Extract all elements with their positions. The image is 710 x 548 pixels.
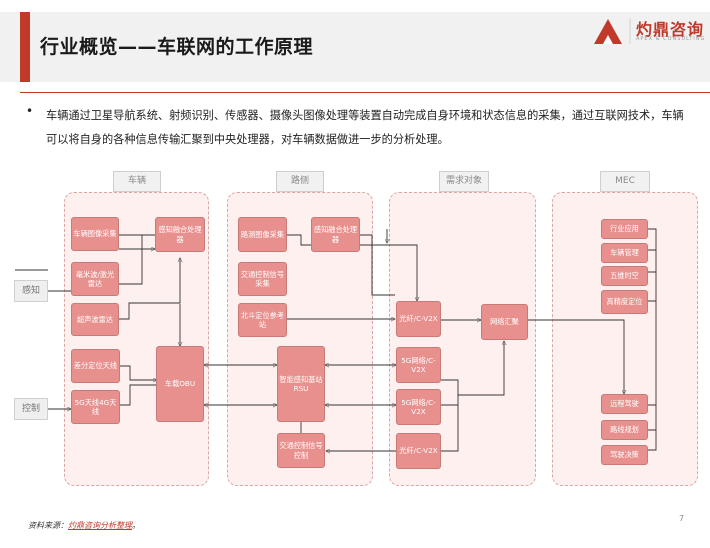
node-remote-driving: 远程驾驶 [601,394,648,414]
node-vehicle-fusion: 感知融合处理器 [155,217,205,252]
header-divider [20,92,710,93]
side-label-control: 控制 [14,398,48,420]
logo-name: 灼鼎咨询 [636,20,705,39]
node-road-fusion: 感知融合处理器 [311,217,360,252]
node-network-hub: 网络汇聚 [481,304,528,340]
node-vehicle-obu: 车载OBU [156,346,204,422]
node-diff-gps: 差分定位天线 [71,349,120,383]
panel-tag-mec: MEC [600,171,650,192]
header-bar [0,12,710,82]
node-hd-positioning: 高精度定位 [601,290,648,314]
node-ultrasonic-radar: 超声波雷达 [71,303,119,336]
source-note: 资料来源：灼鼎咨询分析整理。 [28,520,140,531]
node-vehicle-management: 车辆管理 [601,243,648,263]
source-prefix: 资料来源： [28,521,68,530]
node-mmwave-lidar: 毫米波/激光雷达 [71,262,119,296]
node-industry-app: 行业应用 [601,219,648,239]
node-traffic-signal-control: 交通控制信号控制 [277,433,325,468]
source-suffix: 。 [132,521,140,530]
header-accent-bar [20,12,30,82]
node-5g-cv2x-1: 5G网络/C-V2X [396,347,441,383]
logo-icon [594,18,631,44]
source-link[interactable]: 灼鼎咨询分析整理 [68,521,132,530]
page-number: 7 [679,514,685,523]
node-road-camera: 路测图像采集 [238,217,287,252]
page-title: 行业概览——车联网的工作原理 [40,36,314,58]
panel-tag-demand: 需求对象 [439,171,489,192]
node-traffic-signal-collect: 交通控制信号采集 [238,262,287,296]
intro-paragraph: 车辆通过卫星导航系统、射频识别、传感器、摄像头图像处理等装置自动完成自身环境和状… [46,109,684,146]
node-beidou: 北斗定位参考站 [238,303,287,337]
node-5g-cv2x-2: 5G网络/C-V2X [396,389,441,425]
logo-tagline: APEX & CONSULTING [636,36,706,42]
node-fiber-cv2x-top: 光纤/C-V2X [396,301,441,337]
bullet-marker: • [26,104,34,118]
node-rsu: 智能感知基站RSU [277,346,325,422]
node-fiber-cv2x-bottom: 光纤/C-V2X [396,433,441,469]
side-label-perception: 感知 [14,280,48,302]
node-vehicle-camera: 车辆图像采集 [71,217,119,251]
panel-tag-vehicle: 车辆 [113,171,161,192]
node-five-dim-time-space: 五维时空 [601,266,648,286]
node-route-planning: 路线规划 [601,420,648,440]
panel-tag-roadside: 路侧 [276,171,324,192]
node-driving-decision: 驾驶决策 [601,445,648,465]
node-5g-4g-antenna: 5G天线4G天线 [71,390,120,424]
